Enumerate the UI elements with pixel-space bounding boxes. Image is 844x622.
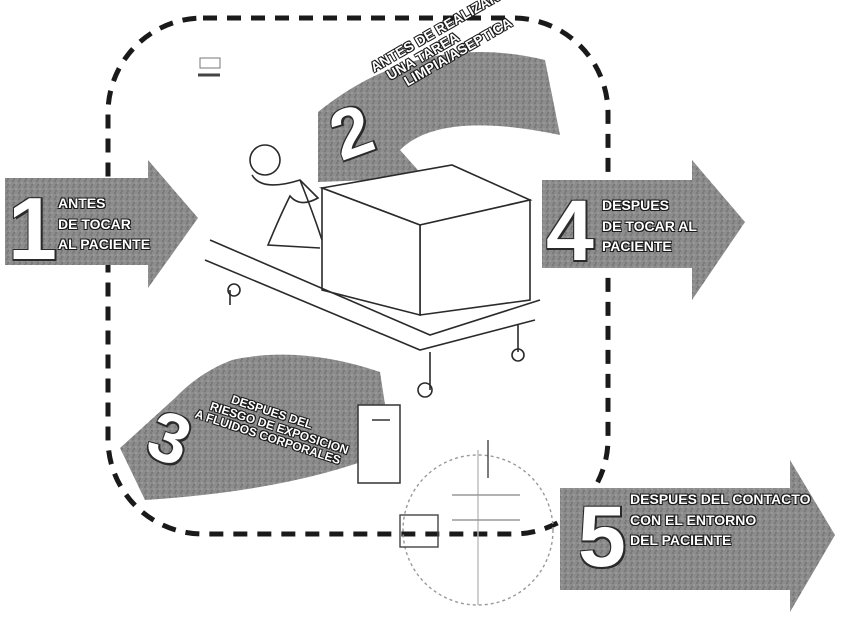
moment-4-line-3: PACIENTE xyxy=(602,239,697,254)
moment-4-line-2: DE TOCAR AL xyxy=(602,219,697,234)
bedside-table-illustration xyxy=(400,440,553,605)
moment-1-label: ANTES DE TOCAR AL PACIENTE xyxy=(58,196,150,252)
moment-5-line-2: CON EL ENTORNO xyxy=(630,513,810,528)
moment-4-label: DESPUES DE TOCAR AL PACIENTE xyxy=(602,198,697,254)
moment-5-label: DESPUES DEL CONTACTO CON EL ENTORNO DEL … xyxy=(630,492,810,548)
moment-1-number: 1 xyxy=(8,178,57,280)
fluid-container-illustration xyxy=(358,405,400,483)
moment-4-number: 4 xyxy=(546,182,594,281)
moment-1-line-2: DE TOCAR xyxy=(58,217,150,232)
moment-1-line-3: AL PACIENTE xyxy=(58,237,150,252)
moment-4-line-1: DESPUES xyxy=(602,198,697,213)
moment-5-line-3: DEL PACIENTE xyxy=(630,533,810,548)
moment-1-line-1: ANTES xyxy=(58,196,150,211)
moment-5-number: 5 xyxy=(578,488,626,587)
moment-5-line-1: DESPUES DEL CONTACTO xyxy=(630,492,810,507)
